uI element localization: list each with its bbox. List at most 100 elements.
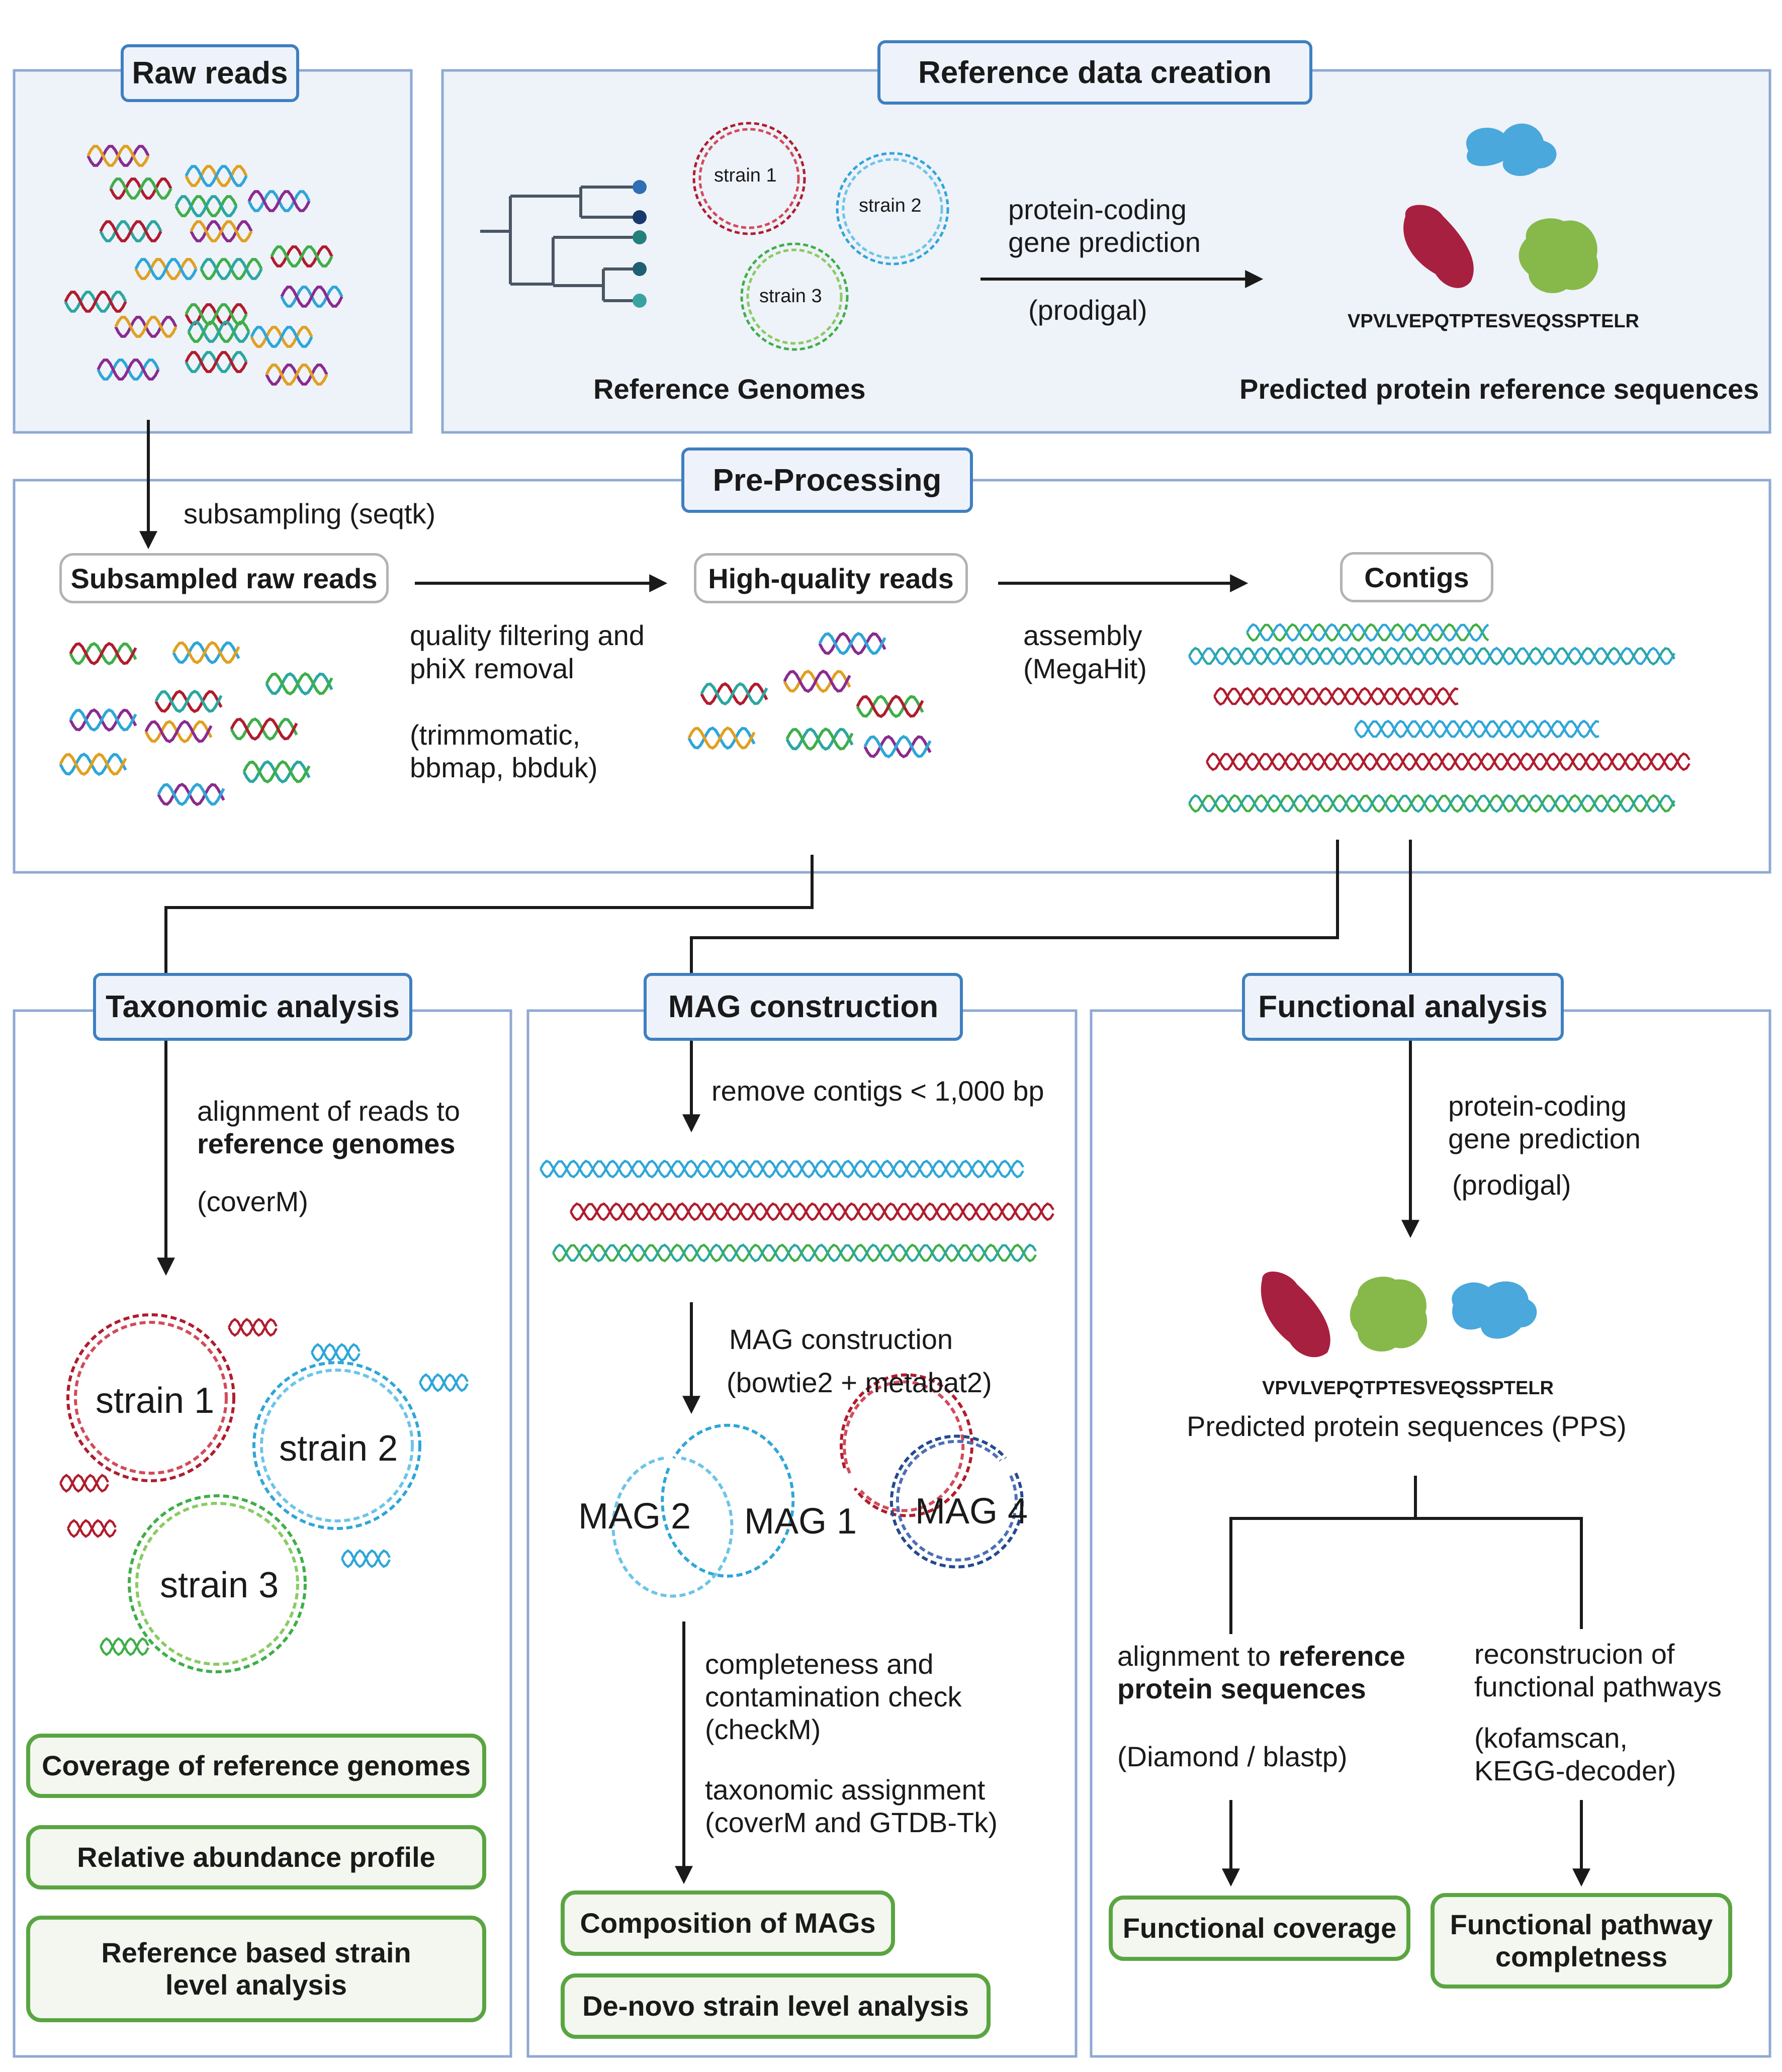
abundance-output: Relative abundance profile [26, 1825, 486, 1889]
fragment-read-helix [59, 1474, 109, 1493]
mag-rings [611, 1373, 1024, 1598]
mag2-label: MAG 2 [578, 1496, 691, 1537]
high-quality-read-helix [818, 632, 886, 656]
subsampled-read-helix [242, 760, 311, 784]
denovo-strain-output: De-novo strain level analysis [561, 1973, 991, 2039]
mag-construct-line2: (bowtie2 + metabat2) [727, 1367, 992, 1398]
raw-read-helix [174, 195, 238, 217]
subsampled-read-helix [154, 689, 223, 713]
ref-strain3-label: strain 3 [759, 286, 822, 307]
mag-title: MAG construction [644, 973, 963, 1041]
subsampled-read-helix [59, 752, 127, 776]
contig-helix [1188, 794, 1676, 813]
predicted-proteins-label: Predicted protein reference sequences [1239, 373, 1759, 405]
recon-tool2: KEGG-decoder) [1474, 1755, 1676, 1786]
subsampled-read-helix [265, 672, 333, 696]
mag-construct-line1: MAG construction [729, 1323, 953, 1355]
tree-tip-dots [633, 180, 647, 308]
tax-tool: (coverM) [197, 1186, 308, 1217]
raw-read-helix [265, 364, 328, 386]
high-quality-read-helix [700, 682, 768, 706]
subsampled-read-helix [230, 717, 298, 741]
mag-check-line1: completeness and [705, 1648, 934, 1680]
pps-label: Predicted protein sequences (PPS) [1187, 1410, 1627, 1442]
contig-helix [1188, 647, 1676, 666]
pathway-output-line1: Functional pathway [1450, 1908, 1713, 1940]
mag-tax-line2: (coverM and GTDB-Tk) [705, 1807, 998, 1838]
tax-strain3-label: strain 3 [160, 1565, 279, 1605]
mag-composition-output: Composition of MAGs [561, 1890, 895, 1956]
ref-strain1-label: strain 1 [714, 165, 777, 186]
high-quality-read-helix [785, 727, 854, 751]
functional-coverage-output: Functional coverage [1109, 1896, 1410, 1961]
func-tool: (prodigal) [1452, 1169, 1571, 1201]
reference-protein-shapes [1403, 123, 1598, 294]
ref-strain-output-line1: Reference based strain [101, 1936, 411, 1968]
reference-title: Reference data creation [877, 40, 1312, 105]
subsampled-read-helix [69, 642, 137, 666]
subsampled-reads-node: Subsampled raw reads [59, 553, 389, 603]
align-tool: (Diamond / blastp) [1117, 1741, 1348, 1772]
ref-strain-output-line2: level analysis [165, 1969, 347, 2001]
contig-helix [1206, 752, 1690, 771]
fragment-read-helix [340, 1549, 391, 1568]
align-line1: alignment to reference [1117, 1640, 1405, 1672]
subsampled-read-helix [144, 719, 213, 744]
mag-check-line2: contamination check [705, 1681, 962, 1713]
func-step2: gene prediction [1448, 1123, 1641, 1154]
contigs-node: Contigs [1340, 552, 1493, 602]
raw-read-helix [109, 177, 172, 200]
fragment-read-helix [227, 1318, 278, 1337]
high-quality-read-helix [863, 735, 932, 759]
raw-read-helix [134, 258, 198, 280]
fragment-read-helix [66, 1519, 117, 1538]
high-quality-read-helix [687, 726, 756, 750]
mag-panel [526, 1009, 1078, 2058]
raw-read-helix [97, 358, 160, 381]
qf-line2: phiX removal [410, 653, 574, 684]
filtered-contig-helix [552, 1243, 1037, 1263]
fragment-read-helix [99, 1637, 149, 1656]
functional-protein-shapes [1261, 1271, 1537, 1358]
tax-strain2-label: strain 2 [279, 1428, 398, 1469]
taxonomic-strain-rings [66, 1313, 421, 1673]
connector-lines [139, 270, 1590, 1887]
qf-tools1: (trimmomatic, [410, 719, 581, 751]
ref-peptide: VPVLVEPQTPTESVEQSSPTELR [1348, 311, 1639, 332]
taxonomic-title: Taxonomic analysis [93, 973, 412, 1041]
ref-step-line1: protein-coding [1008, 194, 1187, 225]
raw-read-helix [114, 316, 177, 338]
raw-read-helix [200, 258, 263, 280]
func-peptide: VPVLVEPQTPTESVEQSSPTELR [1262, 1378, 1554, 1399]
raw-read-helix [99, 220, 162, 242]
fragment-read-helix [310, 1343, 361, 1362]
mag-check-line3: (checkM) [705, 1714, 821, 1745]
reference-genomes-label: Reference Genomes [593, 373, 866, 405]
high-quality-read-helix [856, 694, 924, 718]
ref-strain-output: Reference based strain level analysis [26, 1916, 486, 2022]
fragment-read-helix [418, 1373, 469, 1392]
high-quality-reads-node: High-quality reads [694, 553, 968, 603]
raw-read-helix [187, 321, 250, 343]
raw-read-helix [64, 291, 127, 313]
recon-tool1: (kofamscan, [1474, 1722, 1628, 1754]
qf-tools2: bbmap, bbduk) [410, 752, 598, 783]
reference-genome-rings [692, 122, 949, 351]
tax-step1: alignment of reads to [197, 1095, 460, 1127]
mag1-label: MAG 1 [744, 1501, 857, 1542]
coverage-output: Coverage of reference genomes [26, 1734, 486, 1798]
assembly-line1: assembly [1023, 619, 1142, 651]
ref-strain2-label: strain 2 [859, 195, 922, 216]
qf-line1: quality filtering and [410, 619, 645, 651]
raw-read-helix [250, 326, 313, 348]
pathway-output-line2: completness [1495, 1941, 1668, 1972]
high-quality-read-helix [783, 669, 851, 693]
func-step1: protein-coding [1448, 1090, 1627, 1122]
functional-panel [1090, 1009, 1771, 2058]
raw-reads-panel [13, 69, 413, 434]
subsampled-read-helix [157, 782, 225, 806]
align-line1-bold: reference [1278, 1640, 1405, 1672]
raw-read-helix [185, 165, 248, 187]
contig-helix [1246, 623, 1489, 642]
assembly-line2: (MegaHit) [1023, 653, 1147, 684]
